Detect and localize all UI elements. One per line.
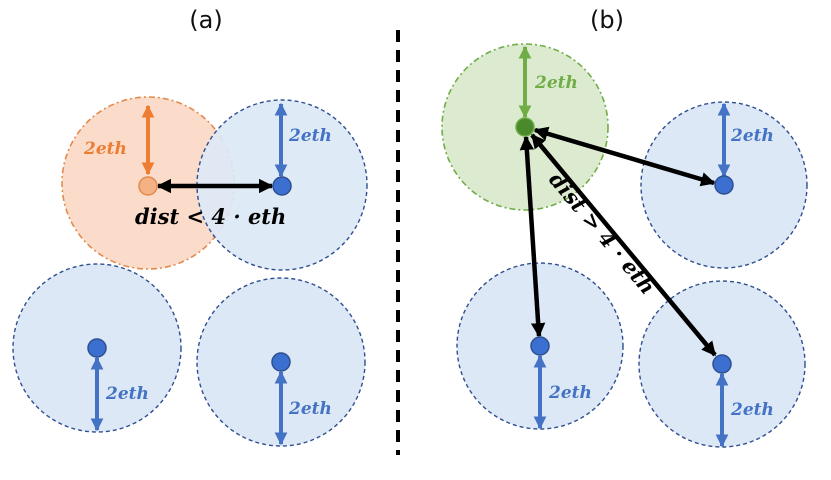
- panel-b-label: (b): [590, 6, 624, 34]
- distance-arrow-b-bottom-right: [530, 133, 717, 357]
- distance-label-a: dist < 4 · eth: [135, 204, 286, 229]
- blue-radius-label-a-bottom-right: 2eth: [288, 399, 332, 419]
- blue-node-b-top-right: [714, 175, 734, 195]
- blue-radius-label-b-top-right: 2eth: [730, 126, 774, 146]
- orange-radius-label: 2eth: [83, 139, 127, 159]
- blue-radius-label-a-top: 2eth: [288, 126, 332, 146]
- blue-node-b-bottom-right: [712, 354, 732, 374]
- green-radius-label: 2eth: [534, 73, 578, 93]
- blue-node-a-top: [272, 176, 292, 196]
- blue-radius-label-b-bottom-right: 2eth: [730, 400, 774, 420]
- green-node: [515, 117, 535, 137]
- panel-a-label: (a): [189, 6, 222, 34]
- orange-node: [138, 176, 158, 196]
- blue-node-b-bottom-left: [530, 336, 550, 356]
- blue-node-a-bottom-right: [271, 352, 291, 372]
- blue-radius-label-a-bottom-left: 2eth: [105, 384, 149, 404]
- blue-node-a-bottom-left: [87, 338, 107, 358]
- blue-radius-label-b-bottom-left: 2eth: [548, 383, 592, 403]
